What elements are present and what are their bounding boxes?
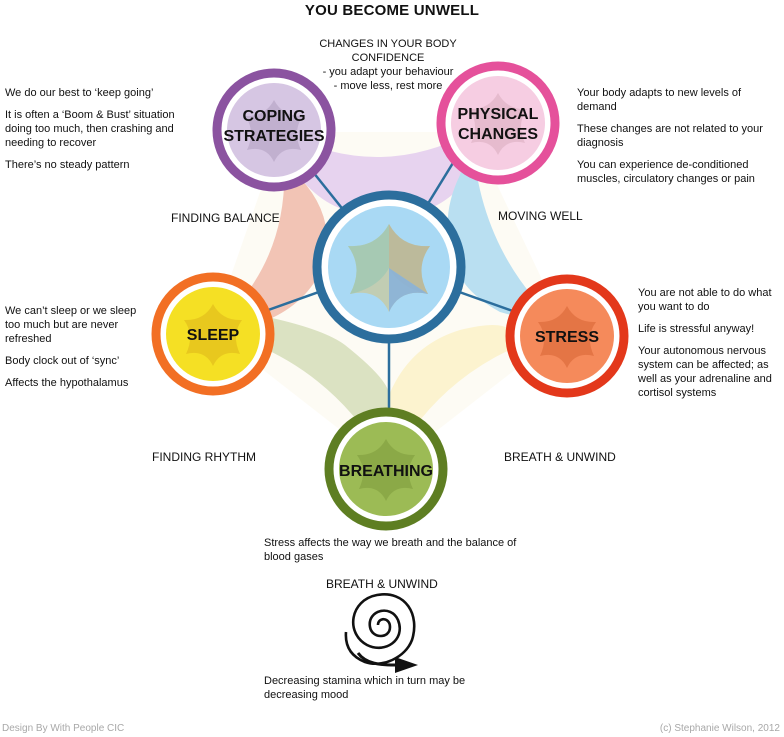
label-moving-well: MOVING WELL [498, 209, 583, 223]
physical-star-icon [469, 93, 527, 155]
physical-note: Your body adapts to new levels of demand [577, 87, 742, 113]
physical-note: These changes are not related to your di… [577, 123, 763, 149]
coping-strategies-node: COPING STRATEGIES [212, 68, 336, 192]
top-note-line: CHANGES IN YOUR BODY [319, 38, 457, 50]
band-physical-stress [447, 132, 566, 330]
label-breath-unwind-bottom: BREATH & UNWIND [326, 577, 438, 591]
physical-label-line1: PHYSICAL [458, 106, 539, 123]
spiral-arrow-icon [344, 593, 418, 673]
band-breathing-sleep [212, 318, 389, 468]
label-finding-balance: FINDING BALANCE [171, 211, 280, 225]
sleep-note: Affects the hypothalamus [5, 377, 129, 389]
sleep-node: SLEEP [151, 272, 275, 396]
breathing-note: Stress affects the way we breath and the… [264, 537, 517, 563]
bottom-note: Decreasing stamina which in turn may be … [264, 675, 466, 701]
sleep-note: Body clock out of ‘sync’ [5, 355, 120, 367]
page-title: YOU BECOME UNWELL [304, 2, 480, 19]
stress-note: Your autonomous nervous system can be af… [638, 345, 772, 399]
physical-note: You can experience de-conditioned muscle… [577, 159, 755, 185]
physical-label-line2: CHANGES [458, 126, 538, 143]
sleep-star-icon [184, 304, 242, 366]
footer-credit-right: (c) Stephanie Wilson, 2012 [659, 723, 780, 734]
stress-notes: You are not able to do what you want to … [638, 286, 780, 408]
footer-credit-left: Design By With People CIC [2, 723, 125, 734]
coping-note: It is often a ‘Boom & Bust’ situation do… [5, 109, 175, 149]
band-stress-breathing [389, 325, 566, 468]
coping-notes: We do our best to ‘keep going’ It is oft… [5, 86, 195, 180]
breathing-star-icon [357, 439, 415, 501]
coping-label-line1: COPING [242, 108, 305, 125]
breathing-node: BREATHING [324, 407, 448, 531]
physical-changes-node: PHYSICAL CHANGES [436, 61, 560, 185]
center-node [312, 190, 466, 344]
breathing-label: BREATHING [339, 463, 433, 480]
stress-note: Life is stressful anyway! [638, 323, 755, 335]
stress-label: STRESS [535, 329, 599, 346]
coping-star-icon [245, 100, 303, 162]
top-note-line: - move less, rest more [333, 80, 443, 92]
stress-star-icon [538, 306, 596, 368]
coping-note: We do our best to ‘keep going’ [5, 87, 154, 99]
label-finding-rhythm: FINDING RHYTHM [152, 450, 256, 464]
stress-note: You are not able to do what you want to … [638, 287, 772, 313]
sleep-notes: We can’t sleep or we sleep too much but … [5, 304, 145, 398]
coping-label-line2: STRATEGIES [223, 128, 324, 145]
top-note: CHANGES IN YOUR BODY CONFIDENCE - you ad… [300, 37, 476, 93]
sleep-label: SLEEP [187, 327, 240, 344]
top-note-line: - you adapt your behaviour [322, 66, 454, 78]
physical-notes: Your body adapts to new levels of demand… [577, 86, 772, 194]
coping-note: There’s no steady pattern [5, 159, 130, 171]
stress-node: STRESS [505, 274, 629, 398]
sleep-note: We can’t sleep or we sleep too much but … [5, 305, 137, 345]
label-breath-unwind-right: BREATH & UNWIND [504, 450, 616, 464]
top-note-line: CONFIDENCE [351, 52, 425, 64]
